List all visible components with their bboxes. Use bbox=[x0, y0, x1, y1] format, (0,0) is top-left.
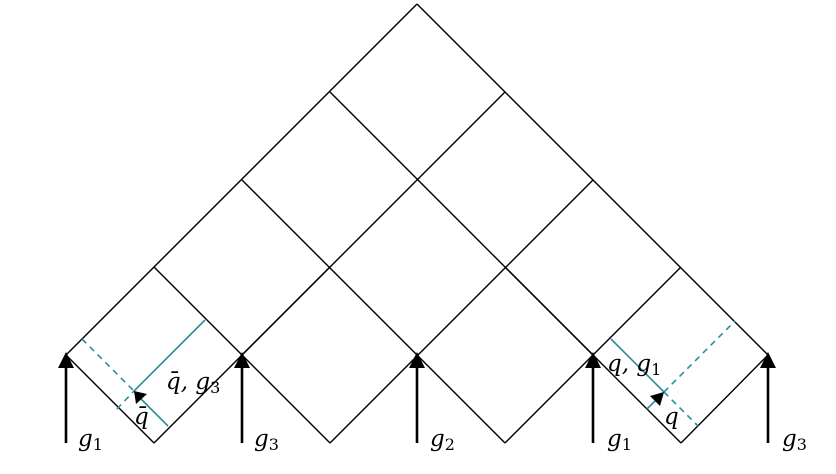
bottom-arrows bbox=[58, 352, 776, 443]
bottom-labels: g1 g3 g2 g1 g3 bbox=[78, 426, 807, 454]
right-pair-label: q, g1 bbox=[607, 351, 661, 379]
bottom-label-1: g1 bbox=[78, 426, 103, 454]
bottom-label-2: g3 bbox=[254, 426, 279, 454]
grid-line-nw-5 bbox=[65, 354, 155, 444]
arrow-head-3 bbox=[409, 352, 425, 368]
lattice-grid bbox=[65, 3, 769, 444]
left-arrow-label: q̄ bbox=[134, 404, 149, 430]
bottom-label-3: g2 bbox=[430, 426, 455, 454]
arrow-head-5 bbox=[760, 352, 776, 368]
right-arrow-label: q bbox=[664, 404, 679, 430]
grid-line-ne-1 bbox=[65, 3, 418, 356]
arrow-head-4 bbox=[585, 352, 601, 368]
left-dashed-line-upper bbox=[81, 338, 135, 392]
bottom-label-5: g3 bbox=[782, 426, 807, 454]
right-dashed-line-upper bbox=[663, 320, 736, 393]
right-q-arrow-head bbox=[650, 392, 664, 406]
arrow-head-2 bbox=[234, 352, 250, 368]
grid-line-nw-1 bbox=[416, 3, 769, 356]
grid-line-nw-6 bbox=[504, 266, 594, 356]
grid-line-ne-6 bbox=[241, 266, 331, 356]
grid-line-ne-5 bbox=[680, 354, 769, 444]
left-qbar-arrow-head bbox=[134, 391, 147, 404]
right-teal-lines bbox=[610, 320, 736, 427]
grid-line-nw-3 bbox=[241, 179, 506, 444]
arrow-head-1 bbox=[58, 352, 74, 368]
left-qbar-arrow-line bbox=[139, 397, 169, 427]
bottom-label-4: g1 bbox=[607, 426, 632, 454]
grid-line-ne-3 bbox=[329, 179, 594, 444]
right-solid-line bbox=[610, 338, 665, 393]
left-solid-line bbox=[133, 319, 206, 392]
left-pair-label: q̄, g3 bbox=[166, 369, 220, 397]
left-dashed-line-lower bbox=[116, 390, 135, 410]
right-dashed-line-lower bbox=[663, 391, 699, 427]
left-teal-lines bbox=[81, 319, 206, 427]
